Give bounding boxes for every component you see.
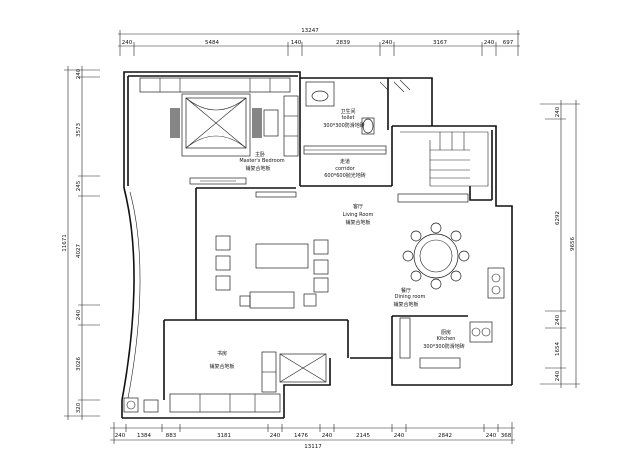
bed	[181, 93, 251, 157]
toilet-room: 卫生间 toilet 300*300防滑地砖	[305, 79, 411, 135]
dining-room-floor: 铺复合地板	[393, 301, 418, 308]
bottom-dim-5: 240	[270, 433, 281, 439]
right-dim-3: 240	[555, 314, 561, 325]
master-bedroom-label: Master's Bedroom	[239, 158, 284, 164]
nightstand-right	[252, 108, 262, 138]
top-dim-1: 240	[122, 40, 133, 46]
tv-wall-cabinet	[255, 191, 297, 198]
corridor-label: corridor	[335, 166, 355, 172]
chair-l1	[215, 235, 231, 251]
kitchen-counter	[399, 317, 411, 359]
left-dim-7: 320	[76, 402, 82, 413]
study-code: 书房	[217, 350, 227, 357]
left-dim-6: 3026	[76, 357, 82, 371]
basin	[311, 90, 329, 102]
left-dim-1: 240	[76, 68, 82, 79]
sofa	[249, 291, 295, 309]
chair-r2	[313, 259, 329, 275]
dining-room: 餐厅 Dining room 铺复合地板	[393, 193, 505, 308]
left-total-dim: 11671	[62, 234, 68, 252]
toilet-floor: 300*300防滑地砖	[323, 122, 365, 129]
top-dim-7: 240	[484, 40, 495, 46]
tv-cabinet	[189, 177, 247, 185]
corridor-code: 走道	[340, 158, 350, 165]
master-bedroom: 主卧 Master's Bedroom 铺复合地板	[139, 77, 299, 185]
left-dim-2: 3573	[76, 123, 82, 137]
bottom-dim-10: 2842	[438, 433, 452, 439]
right-dim-2: 6292	[555, 211, 561, 225]
living-room-floor: 铺复合地板	[345, 219, 370, 226]
top-total-dim: 13247	[301, 28, 319, 34]
dining-room-code: 餐厅	[401, 287, 411, 294]
top-dim-2: 5484	[205, 40, 219, 46]
left-dim-5: 240	[76, 309, 82, 320]
bottom-dim-8: 2145	[356, 433, 370, 439]
nightstand-left	[170, 108, 180, 138]
chair-r1	[313, 239, 329, 255]
top-dimension-chain: 13247 240 5484 140 2839 240 3167 240 697	[118, 28, 520, 56]
bottom-dim-3: 883	[166, 433, 177, 439]
chair-r3	[313, 277, 329, 293]
toilet-label: toilet	[342, 115, 355, 121]
kitchen-label: Kitchen	[437, 336, 456, 342]
top-dim-8: 697	[503, 40, 514, 46]
right-dim-4: 1654	[555, 342, 561, 356]
round-dining-table	[413, 233, 459, 279]
left-dim-3: 245	[76, 180, 82, 191]
bottom-dim-12: 368	[501, 433, 512, 439]
chair-l2	[215, 255, 231, 271]
left-dim-4: 4027	[76, 244, 82, 258]
right-dim-1: 240	[555, 106, 561, 117]
right-total-dim: 9656	[570, 237, 576, 251]
bottom-dimension-chain: 240 1384 883 3181 240 1476 240 2145 240 …	[110, 422, 515, 450]
walls	[121, 71, 513, 419]
dining-table-living	[255, 243, 309, 269]
top-dim-3: 140	[291, 40, 302, 46]
bottom-dim-1: 240	[115, 433, 126, 439]
kitchen-floor: 300*300防滑地砖	[423, 343, 465, 350]
kitchen-code: 厨房	[441, 329, 451, 336]
master-bedroom-code: 主卧	[255, 151, 265, 158]
living-room-code: 客厅	[353, 203, 363, 210]
bottom-dim-7: 240	[322, 433, 333, 439]
corridor-floor: 600*600抛光地砖	[324, 172, 366, 179]
bottom-dim-9: 240	[394, 433, 405, 439]
bottom-dim-4: 3181	[217, 433, 231, 439]
kitchen: 厨房 Kitchen 300*300防滑地砖	[399, 317, 493, 369]
bottom-dim-6: 1476	[294, 433, 308, 439]
study-floor: 铺复合地板	[209, 363, 234, 370]
left-dimension-chain: 11671 240 3573 245 4027 240 3026 320	[62, 66, 100, 420]
living-room-label: Living Room	[343, 212, 374, 218]
right-dimension-chain: 9656 240 6292 240 1654 240	[540, 100, 580, 388]
top-dim-5: 240	[382, 40, 393, 46]
wardrobe-top	[139, 77, 291, 93]
study-room: 书房 铺复合地板	[123, 350, 327, 413]
bottom-dim-2: 1384	[137, 433, 151, 439]
master-bedroom-floor: 铺复合地板	[245, 165, 270, 172]
toilet-bowl	[361, 117, 375, 135]
bottom-total-dim: 13117	[304, 444, 322, 450]
dining-room-label: Dining room	[395, 294, 426, 300]
bottom-dim-11: 240	[486, 433, 497, 439]
right-dim-5: 240	[555, 370, 561, 381]
living-room: 客厅 Living Room 铺复合地板	[215, 191, 374, 309]
chair-l3	[215, 275, 231, 291]
top-dim-4: 2839	[336, 40, 350, 46]
bookshelf	[169, 393, 281, 413]
staircase	[400, 131, 489, 187]
corridor-area: 走道 corridor 600*600抛光地砖	[303, 145, 387, 179]
toilet-code: 卫生间	[340, 108, 355, 115]
top-dim-6: 3167	[433, 40, 447, 46]
vanity	[305, 81, 335, 107]
